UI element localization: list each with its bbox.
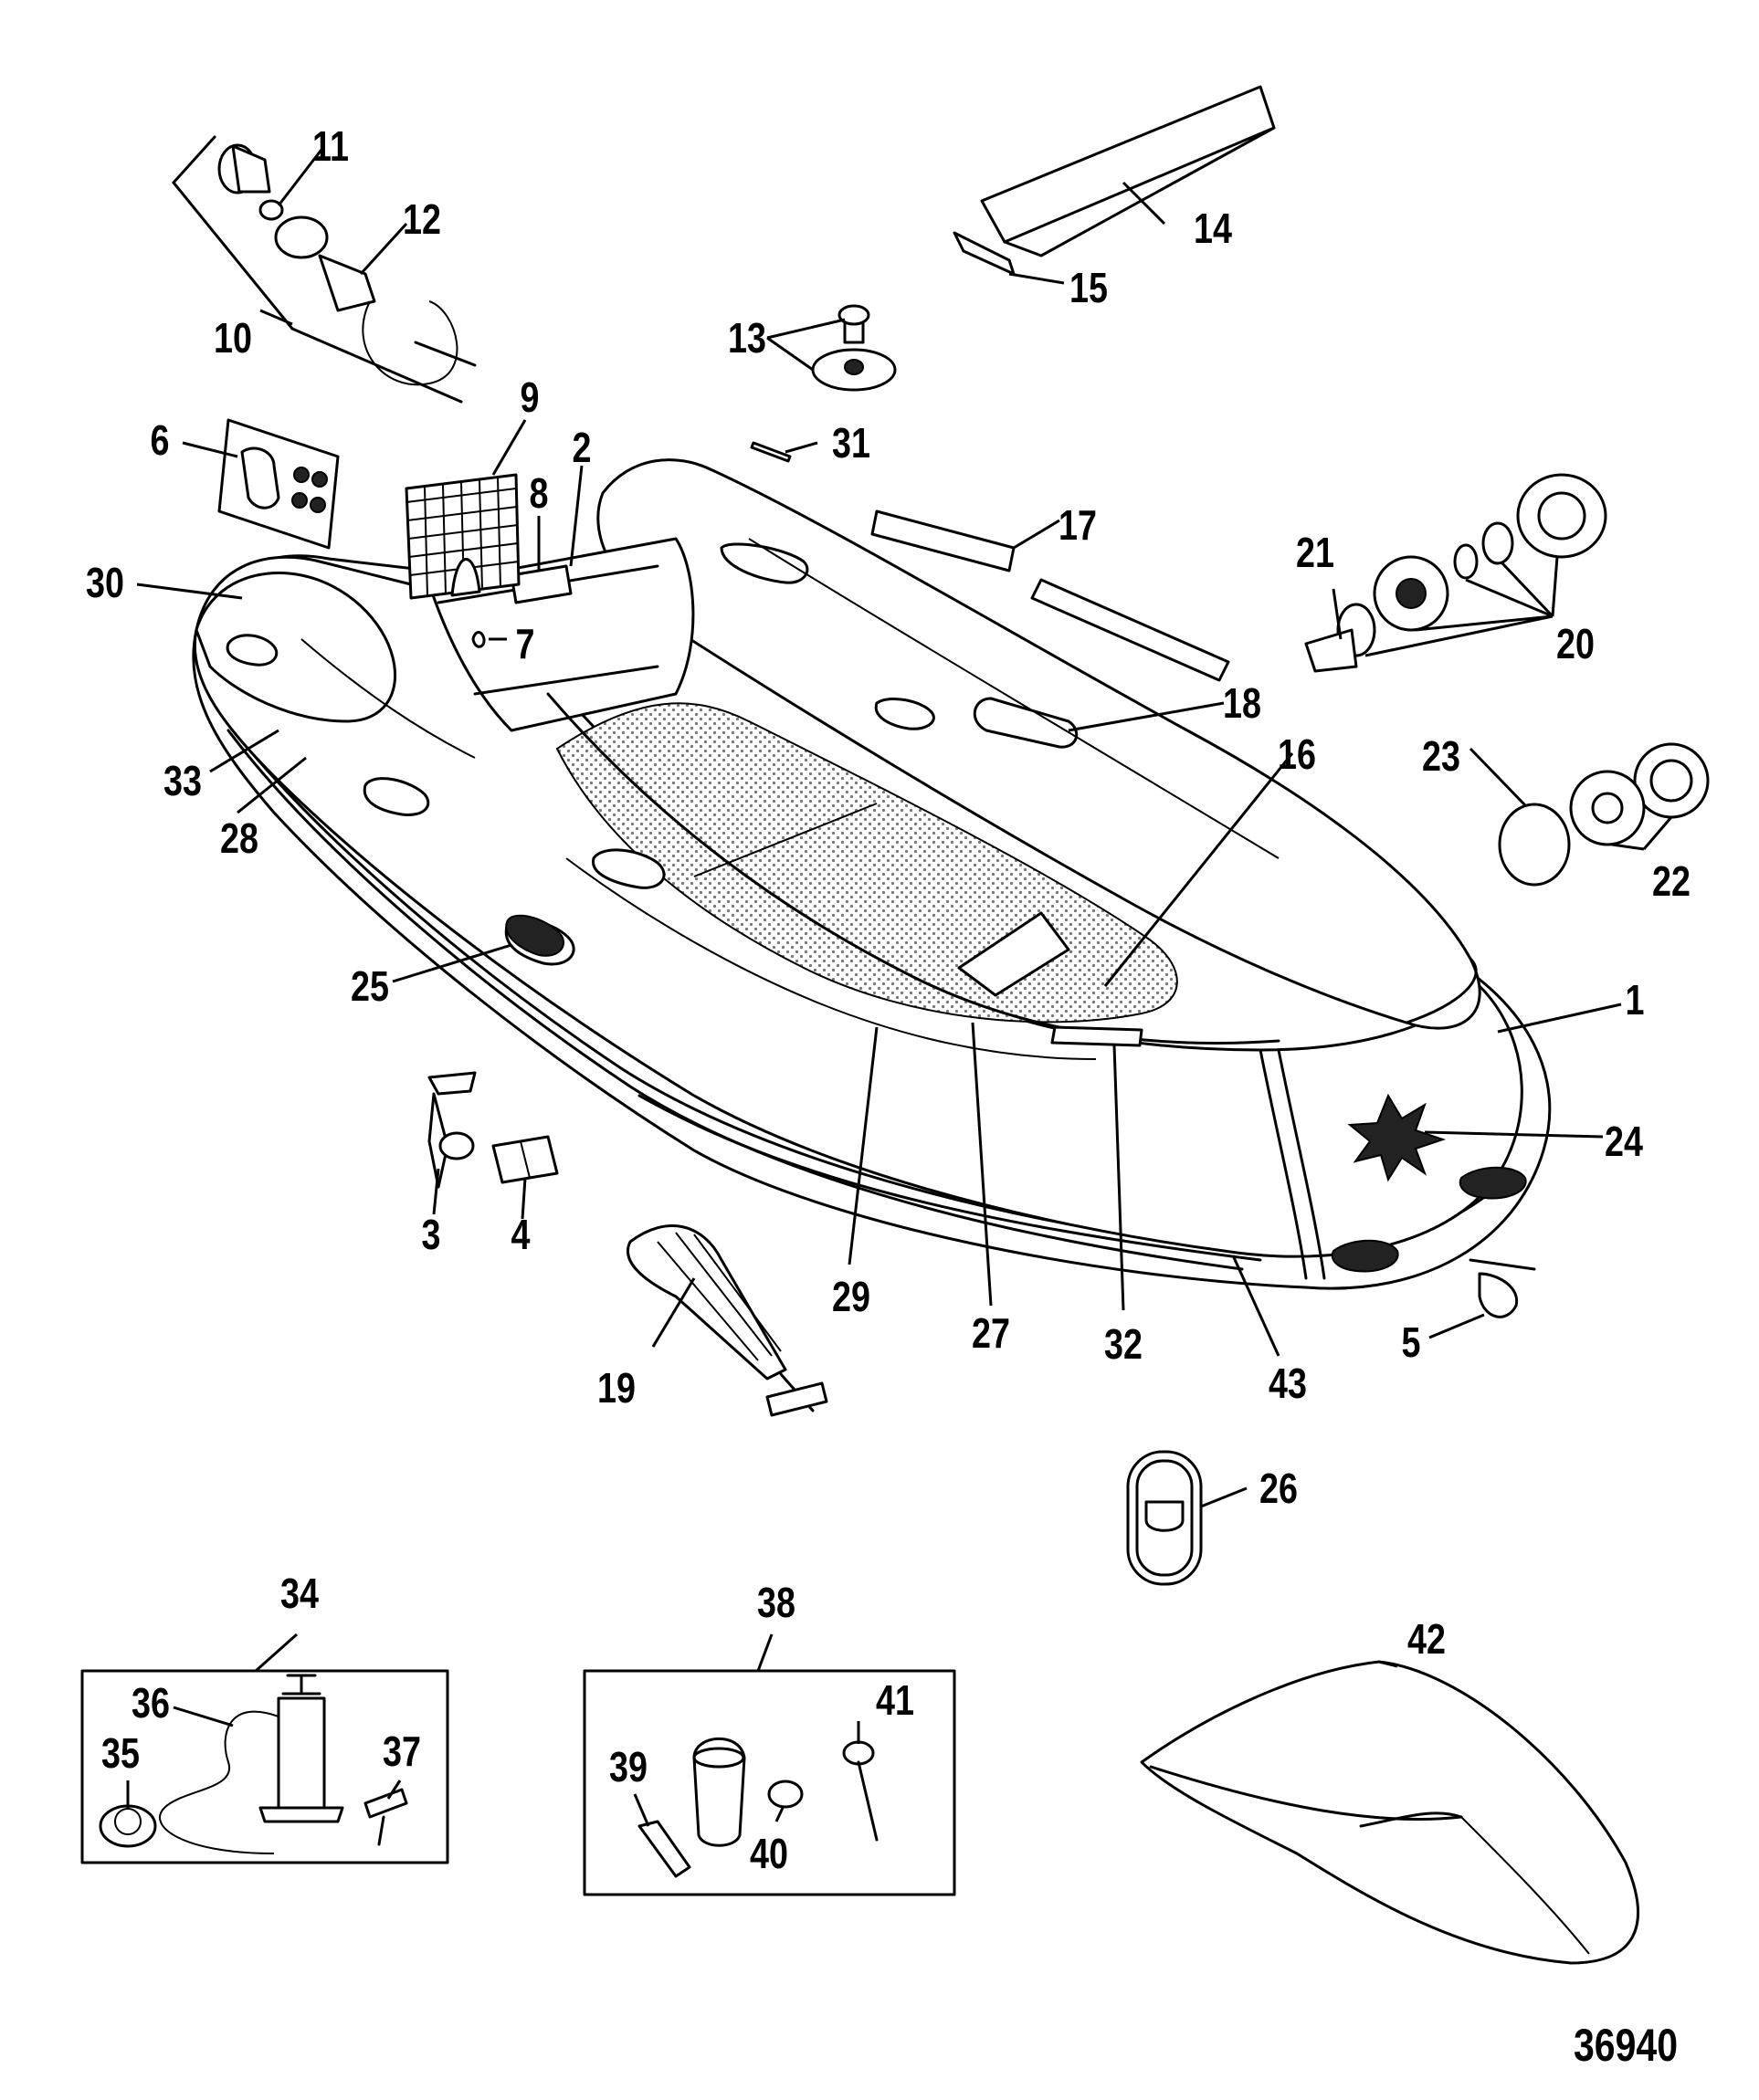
callout-2: 2	[572, 424, 592, 471]
callout-38: 38	[757, 1579, 795, 1626]
callout-28: 28	[220, 814, 258, 862]
oar-shafts	[870, 509, 1230, 682]
drain-valve	[811, 304, 897, 392]
drain-plug-kit	[172, 135, 477, 404]
callout-22: 22	[1652, 857, 1691, 905]
shackle	[1469, 1258, 1536, 1318]
callout-27: 27	[972, 1309, 1010, 1357]
callout-1: 1	[1625, 976, 1645, 1024]
callout-39: 39	[609, 1743, 648, 1790]
callout-37: 37	[383, 1727, 421, 1775]
callout-41: 41	[876, 1676, 914, 1724]
callout-6: 6	[150, 416, 170, 464]
callout-35: 35	[101, 1729, 140, 1777]
callout-20: 20	[1556, 620, 1595, 667]
callout-11: 11	[312, 122, 349, 170]
callout-12: 12	[403, 195, 441, 243]
small-tab	[750, 441, 792, 463]
callout-31: 31	[832, 419, 870, 467]
callout-18: 18	[1223, 679, 1261, 727]
callout-26: 26	[1259, 1465, 1298, 1512]
callout-23: 23	[1422, 732, 1460, 780]
callout-13: 13	[728, 314, 766, 362]
callout-25: 25	[351, 962, 389, 1010]
boat-cover	[1140, 1660, 1639, 1965]
paddle	[627, 1224, 828, 1417]
callout-19: 19	[597, 1364, 636, 1412]
callout-8: 8	[529, 469, 549, 517]
callout-42: 42	[1407, 1615, 1446, 1663]
oarlock-bracket	[427, 1071, 477, 1189]
callout-29: 29	[832, 1273, 870, 1320]
callout-5: 5	[1401, 1318, 1421, 1366]
callout-16: 16	[1278, 730, 1316, 778]
callout-4: 4	[511, 1211, 531, 1258]
leader-lines	[126, 145, 1673, 1827]
callout-32: 32	[1104, 1320, 1143, 1368]
callout-33: 33	[163, 757, 202, 804]
inflatable-boat-hull	[192, 458, 1552, 1290]
callout-24: 24	[1605, 1118, 1643, 1165]
repair-kit	[583, 1669, 956, 1896]
callout-36: 36	[132, 1679, 170, 1727]
inflation-valve	[1304, 473, 1607, 673]
callout-7: 7	[515, 620, 535, 667]
callout-34: 34	[280, 1570, 319, 1617]
drawing-number: 36940	[1573, 2020, 1679, 2071]
callout-15: 15	[1069, 264, 1108, 311]
hardware-kit	[217, 418, 340, 550]
valve-plug	[1498, 742, 1710, 887]
callout-43: 43	[1269, 1360, 1307, 1407]
pump-kit	[80, 1669, 449, 1864]
callout-9: 9	[520, 373, 540, 421]
callout-3: 3	[421, 1211, 441, 1258]
handle-pad	[1126, 1450, 1203, 1586]
hinge-plate	[491, 1135, 559, 1184]
splash-guard-mesh	[405, 473, 521, 600]
callout-21: 21	[1296, 529, 1334, 576]
callout-30: 30	[86, 559, 124, 606]
callout-17: 17	[1059, 501, 1097, 549]
callout-14: 14	[1194, 205, 1232, 252]
callout-40: 40	[750, 1830, 788, 1877]
callout-10: 10	[214, 314, 252, 362]
